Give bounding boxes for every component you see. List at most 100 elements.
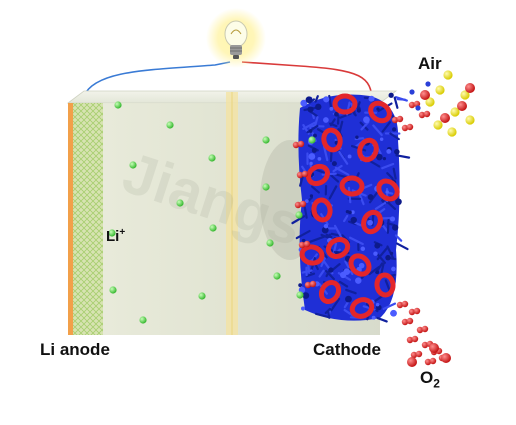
cathode-node (355, 135, 359, 139)
cathode-node (331, 161, 337, 167)
air-n2-atom (465, 115, 475, 125)
cathode-fiber (325, 269, 335, 281)
cathode-fiber (368, 265, 381, 276)
cathode-node (395, 198, 402, 206)
catalyst-ring (349, 297, 375, 319)
cathode-fiber (332, 164, 343, 173)
cathode-node (328, 267, 334, 273)
li-ion (208, 154, 216, 162)
cathode-fiber (368, 190, 379, 204)
o2-atom (406, 123, 414, 131)
o2-atom (401, 300, 409, 308)
li-anode (68, 103, 103, 335)
cathode-fiber (395, 154, 411, 159)
cathode-node (367, 219, 373, 226)
catalyst-ring (376, 178, 400, 202)
cathode-fiber (318, 269, 325, 278)
cathode-node (347, 154, 352, 159)
li-ions (108, 101, 316, 324)
cathode-node (358, 262, 365, 269)
cathode-fiber (330, 297, 341, 312)
li-ion (176, 199, 184, 207)
cathode-fiber (309, 235, 326, 243)
li-ion (109, 286, 117, 294)
cathode-node (329, 106, 334, 111)
catalyst-ring (306, 163, 330, 187)
cathode-fiber (376, 247, 388, 261)
o2-atom (301, 170, 309, 178)
air-o2-atom (465, 83, 475, 93)
li-ion-label-sup: + (119, 227, 126, 238)
air-n2-atom (460, 90, 470, 100)
cathode-fiber (389, 132, 400, 141)
cathode-fiber (325, 233, 333, 239)
cathode-fiber (314, 312, 330, 319)
cathode-node (308, 153, 316, 160)
cathode-node (355, 277, 362, 284)
li-ion (308, 136, 316, 144)
catalyst-ring (321, 127, 343, 153)
catalyst-ring (357, 137, 379, 163)
o2-atom (411, 335, 419, 343)
catalyst-ring (318, 279, 342, 305)
air-n2-atom (425, 97, 435, 107)
cathode-fiber (394, 96, 408, 102)
cathode-node (379, 137, 384, 141)
cathode-fiber (358, 193, 365, 206)
cathode-node (309, 194, 314, 198)
catalyst-ring (339, 175, 365, 197)
cathode-network (291, 92, 411, 323)
o2-atom (309, 280, 317, 288)
cathode-node (389, 216, 396, 222)
li-ion (273, 272, 281, 280)
li-ion (296, 291, 304, 299)
cathode-node (382, 157, 387, 161)
o2-atom (304, 281, 312, 289)
air-other-atom (425, 81, 431, 87)
cathode-node (315, 103, 322, 111)
cathode-node (373, 251, 378, 256)
cathode-fiber (393, 96, 399, 109)
catalyst-ring (325, 237, 351, 259)
o2-label: O2 (420, 368, 440, 390)
li-ion (209, 224, 217, 232)
cathode-node (311, 147, 317, 153)
o2-atom-large (441, 353, 451, 363)
air-n2-atom (450, 107, 460, 117)
li-ion (266, 239, 274, 247)
cathode-fiber (381, 121, 392, 133)
cathode-node (301, 238, 306, 243)
cathode-node (376, 153, 383, 161)
cathode-node (392, 224, 399, 231)
cathode-label: Cathode (313, 340, 381, 359)
o2-atom (401, 318, 409, 326)
o2-atom (297, 140, 305, 148)
cathode-fiber (376, 316, 388, 323)
cathode-fiber (328, 185, 338, 200)
cathode-fiber (315, 168, 325, 174)
cathode-fiber (329, 122, 338, 128)
cathode-node (375, 270, 380, 275)
o2-molecules (292, 100, 451, 367)
o2-atom (294, 201, 302, 209)
cathode-fiber (386, 245, 394, 259)
air-other-atom (415, 105, 421, 111)
air-molecules (409, 70, 475, 137)
cathode-fiber (338, 150, 349, 165)
li-ion (166, 121, 174, 129)
o2-atom (410, 351, 418, 359)
o2-atom (303, 240, 311, 248)
light-bulb-icon (206, 8, 266, 68)
cathode-fiber (360, 120, 370, 131)
o2-atom-large (429, 343, 439, 353)
o2-atom (396, 115, 404, 123)
cathode-node (323, 223, 329, 229)
cathode-node (368, 95, 375, 102)
o2-atom (299, 200, 307, 208)
wire-left (83, 61, 231, 97)
cathode-node (339, 271, 347, 279)
cathode-node (371, 315, 376, 320)
cathode-fiber (344, 260, 354, 276)
li-ion (295, 211, 303, 219)
cathode-fiber (356, 101, 361, 110)
